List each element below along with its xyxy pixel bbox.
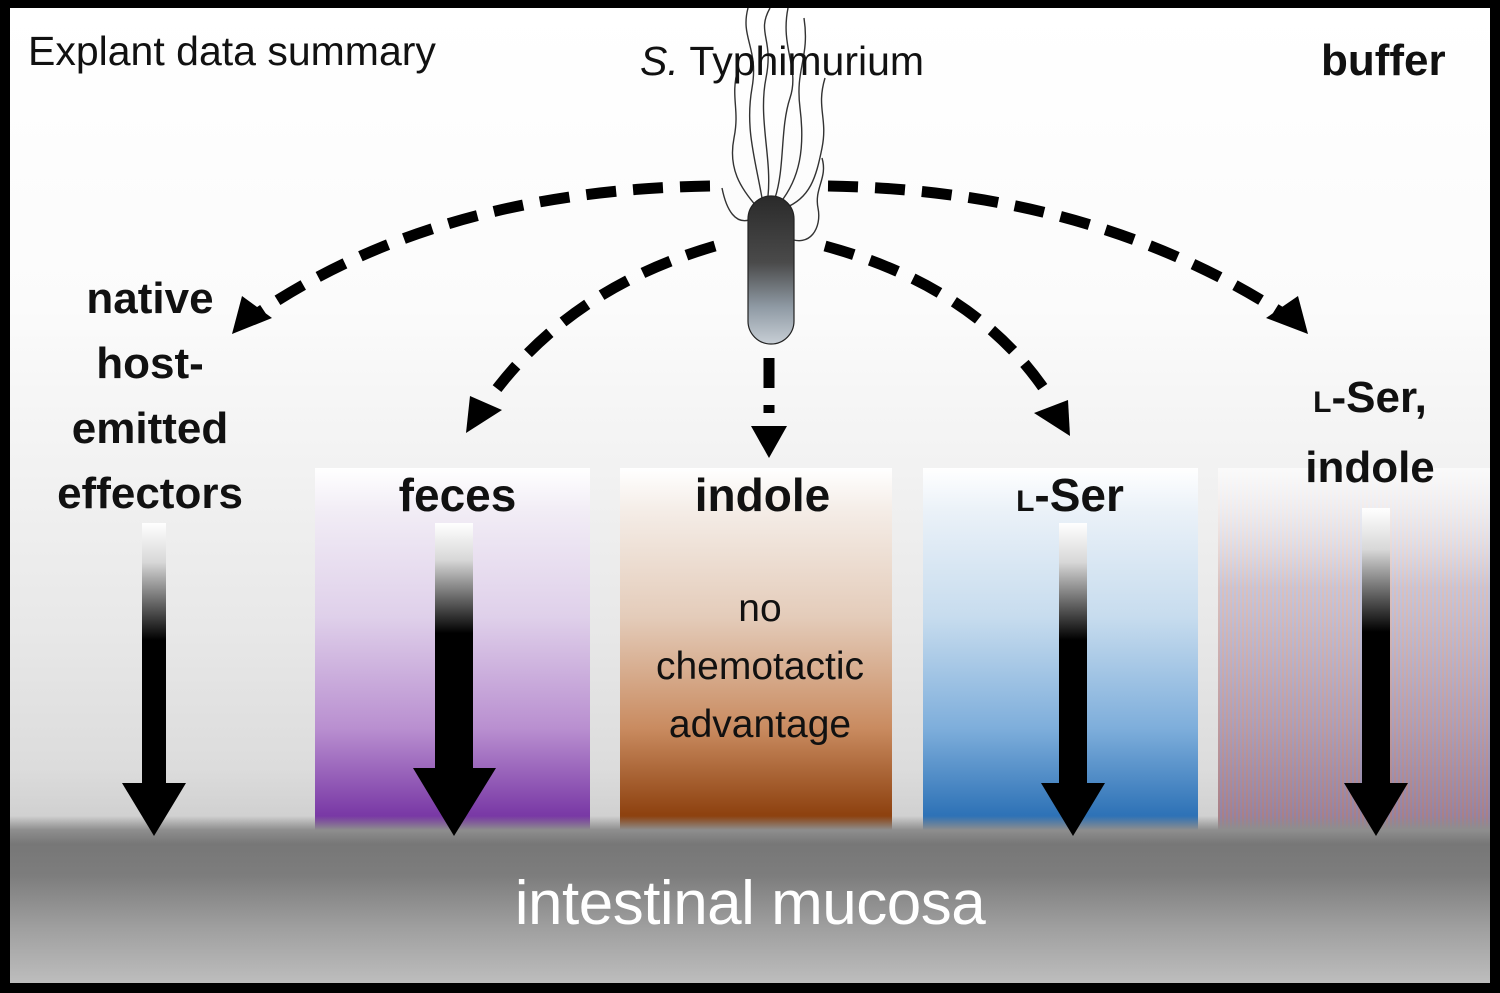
lser-text: -Ser — [1034, 469, 1124, 521]
intestinal-mucosa-label: intestinal mucosa — [514, 869, 986, 938]
summary-title: Explant data summary — [28, 28, 436, 74]
arrows-layer — [122, 8, 1408, 836]
organism-label: S. Typhimurium — [640, 38, 924, 85]
bacterium-icon — [747, 195, 795, 345]
lser-indole-down-arrow-icon — [1344, 508, 1408, 836]
flagella-icon — [721, 8, 826, 242]
indole-panel — [620, 468, 892, 840]
organism-species: Typhimurium — [689, 38, 925, 84]
lser-prefix: L — [1016, 485, 1035, 518]
lser-indole-text: -Ser, — [1331, 373, 1427, 422]
organism-genus: S. — [640, 38, 679, 84]
native-line-2: host- — [96, 339, 204, 388]
path-to-lser-arrow — [823, 240, 1055, 401]
native-line-1: native — [86, 274, 214, 323]
note-line-3: advantage — [668, 703, 852, 746]
native-line-4: effectors — [57, 469, 243, 518]
note-line-2: chemotactic — [655, 645, 865, 688]
intestinal-mucosa-band — [10, 816, 1490, 983]
dashed-arrowheads — [232, 296, 1308, 458]
path-to-feces-arrow — [485, 240, 717, 402]
migration-arrows — [122, 508, 1408, 836]
buffer-label: buffer — [1321, 36, 1446, 85]
native-effectors-label: native host- emitted effectors — [40, 266, 260, 526]
feces-down-arrow-icon — [413, 523, 496, 836]
no-chemotactic-advantage-note: no chemotactic advantage — [630, 580, 890, 754]
path-to-lser-indole-arrow — [827, 180, 1285, 318]
feces-label: feces — [398, 469, 517, 521]
dashed-path-arrows — [254, 180, 1285, 413]
lser-indole-panel — [1218, 468, 1490, 840]
lser-indole-prefix: L — [1313, 386, 1332, 419]
diagram-canvas: Explant data summary S. Typhimurium buff… — [10, 8, 1490, 983]
lser-indole-line-1: L-Ser, — [1260, 365, 1480, 435]
note-line-1: no — [738, 587, 782, 630]
lser-label: L-Ser — [945, 468, 1195, 522]
native-down-arrow-icon — [122, 523, 186, 836]
lser-indole-line-2: indole — [1305, 443, 1435, 492]
lser-indole-label: L-Ser, indole — [1260, 365, 1480, 500]
path-to-native-arrow — [254, 180, 711, 318]
indole-label: indole — [694, 469, 831, 521]
native-line-3: emitted — [71, 404, 229, 453]
lser-down-arrow-icon — [1041, 523, 1105, 836]
